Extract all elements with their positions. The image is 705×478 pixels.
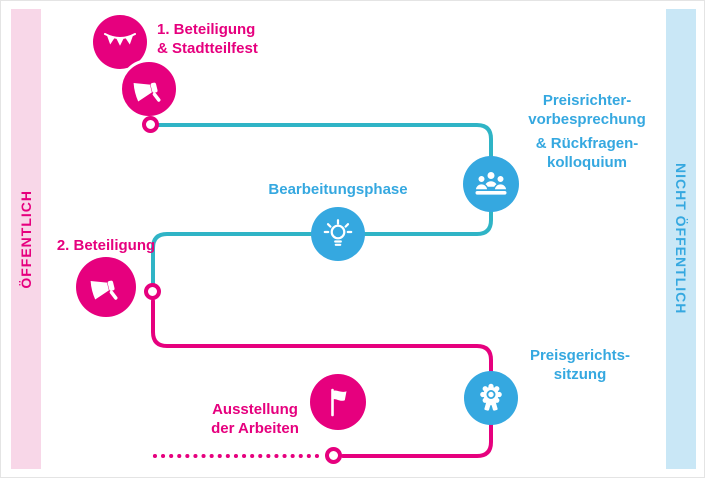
label-preisgericht: Preisgerichts- sitzung <box>506 347 654 384</box>
label-step2: 2. Beteiligung <box>45 237 167 256</box>
milestone-dot-3 <box>325 447 342 464</box>
label-line: vorbesprechung <box>528 111 646 128</box>
jury-people-icon <box>474 170 508 195</box>
milestone-dot-2 <box>144 283 161 300</box>
megaphone-icon <box>133 82 161 102</box>
label-line: der Arbeiten <box>211 419 299 437</box>
announcement-node-1 <box>119 59 179 119</box>
connector-preisgericht-to-ausstellung <box>341 423 493 458</box>
label-line: & Stadtteilfest <box>157 39 258 57</box>
public-band: ÖFFENTLICH <box>11 9 41 469</box>
preisgericht-node <box>464 371 518 425</box>
label-ausstellung: Ausstellung der Arbeiten <box>201 401 309 438</box>
non-public-band: NICHT ÖFFENTLICH <box>666 9 696 469</box>
announcement-node-2 <box>76 257 136 317</box>
non-public-band-label: NICHT ÖFFENTLICH <box>673 163 689 315</box>
label-line: kolloquium <box>547 154 627 171</box>
award-rosette-icon <box>480 383 502 411</box>
milestone-dot-1 <box>142 116 159 133</box>
label-line: & Rückfragen- <box>535 135 639 152</box>
connector-step1-to-preisrichter <box>157 123 493 158</box>
flag-icon <box>331 388 347 417</box>
label-line: Preisgerichts- <box>529 347 631 364</box>
megaphone-icon <box>90 280 118 300</box>
preisrichter-node <box>463 156 519 212</box>
ausstellung-node <box>310 374 366 430</box>
lightbulb-icon <box>323 219 353 246</box>
label-line: Ausstellung <box>212 401 298 418</box>
label-line: Preisrichter- <box>542 92 632 109</box>
label-step1: 1. Beteiligung & Stadtteilfest <box>157 21 297 58</box>
label-preisrichter: Preisrichter- vorbesprechung & Rückfrage… <box>509 91 665 172</box>
label-line: Bearbeitungsphase <box>268 181 408 198</box>
pennant-garland-icon <box>104 33 136 46</box>
label-line: 2. Beteiligung <box>56 237 156 254</box>
label-bearbeitungsphase: Bearbeitungsphase <box>248 181 428 200</box>
bearbeitungsphase-node <box>311 207 365 261</box>
connector-step2-to-preisgericht <box>151 299 493 373</box>
label-line: 1. Beteiligung <box>157 21 256 38</box>
label-line: sitzung <box>553 365 607 383</box>
